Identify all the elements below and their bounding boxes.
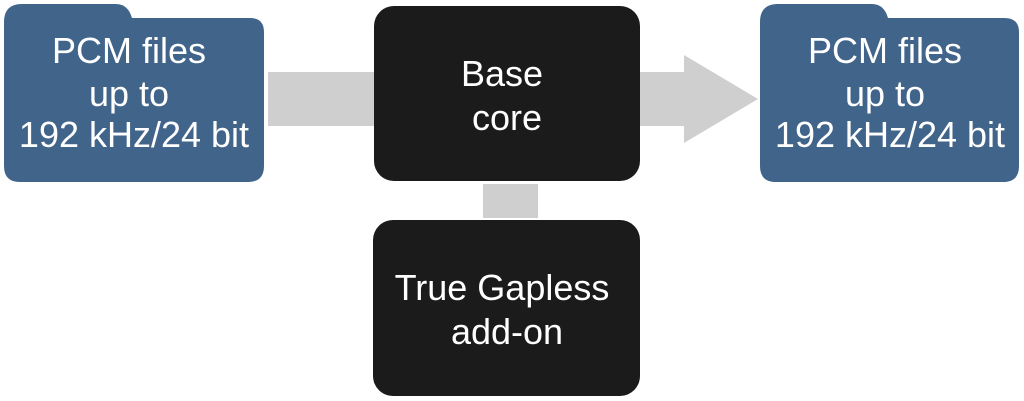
output-arrow bbox=[640, 55, 758, 143]
addon-label: True Gapless add-on bbox=[395, 267, 620, 352]
input-folder-label: PCM files up to 192 kHz/24 bit bbox=[19, 30, 249, 155]
output-folder: PCM files up to 192 kHz/24 bit bbox=[760, 4, 1019, 182]
input-folder: PCM files up to 192 kHz/24 bit bbox=[4, 4, 264, 182]
output-folder-label: PCM files up to 192 kHz/24 bit bbox=[775, 30, 1005, 155]
folder-shape bbox=[4, 4, 264, 182]
addon-connector bbox=[483, 184, 538, 218]
base-core-line-2: core bbox=[472, 97, 542, 138]
base-core-box: Base core bbox=[374, 6, 640, 181]
base-core-label: Base core bbox=[461, 53, 553, 138]
output-folder-line-1: PCM files bbox=[808, 30, 962, 71]
addon-line-2: add-on bbox=[451, 311, 563, 352]
input-connector bbox=[268, 72, 374, 126]
output-folder-line-2: up to bbox=[845, 73, 925, 114]
input-folder-line-1: PCM files bbox=[52, 30, 206, 71]
input-folder-line-2: up to bbox=[89, 73, 169, 114]
addon-box: True Gapless add-on bbox=[373, 220, 640, 396]
addon-line-1: True Gapless bbox=[395, 267, 610, 308]
output-folder-line-3: 192 kHz/24 bit bbox=[775, 114, 1005, 155]
input-folder-line-3: 192 kHz/24 bit bbox=[19, 114, 249, 155]
base-core-line-1: Base bbox=[461, 53, 543, 94]
folder-shape bbox=[760, 4, 1019, 182]
